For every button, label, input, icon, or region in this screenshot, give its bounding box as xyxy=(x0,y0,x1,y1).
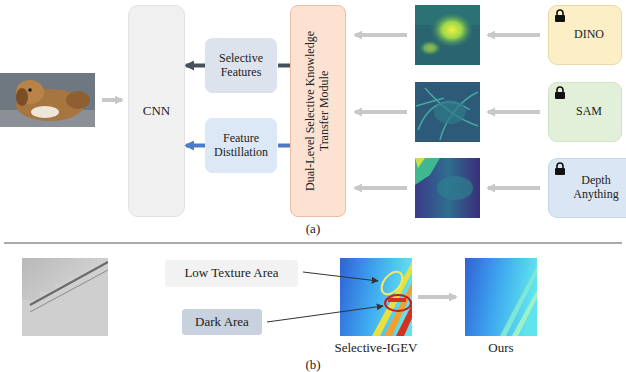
lock-icon xyxy=(554,86,566,100)
sam-heatmap xyxy=(415,82,480,142)
flow-arrows xyxy=(488,186,540,190)
depth-heatmap xyxy=(415,158,480,218)
dino-heatmap xyxy=(418,40,442,56)
connector-arrow xyxy=(186,144,205,148)
node-text: DINO xyxy=(574,28,604,42)
dog-photo xyxy=(16,88,28,106)
dog-photo xyxy=(31,106,59,118)
highlight-ellipse xyxy=(385,295,411,311)
flow-arrows xyxy=(355,33,407,37)
backbone-box: CNN xyxy=(128,5,185,217)
dino-heatmap xyxy=(415,5,480,65)
lock-icon xyxy=(555,15,565,22)
depth-heatmap xyxy=(437,176,473,200)
disparity-map xyxy=(384,282,412,336)
sam-heatmap xyxy=(415,82,480,142)
separator-line xyxy=(4,243,622,244)
node-text: Feature Distillation xyxy=(210,132,272,160)
connector-arrow xyxy=(278,64,290,68)
model-box: Depth Anything xyxy=(548,158,626,218)
lock-icon xyxy=(554,9,566,23)
depth-heatmap xyxy=(415,158,425,168)
image-caption: Ours xyxy=(488,340,513,356)
sam-heatmap xyxy=(434,100,466,124)
lock-icon xyxy=(557,163,563,168)
connector-arrow xyxy=(186,64,205,68)
stairs-photo xyxy=(22,258,108,336)
node-text: CNN xyxy=(143,104,170,119)
lock-icon xyxy=(555,92,565,99)
module-box: Dual-Level Selective Knowledge Transfer … xyxy=(290,5,346,217)
node-text: Dark Area xyxy=(195,315,249,330)
disparity-map xyxy=(512,290,537,336)
disparity-map xyxy=(465,258,537,336)
node-text: Depth Anything xyxy=(561,174,626,202)
dino-heatmap xyxy=(415,5,480,65)
disparity-map xyxy=(340,258,412,336)
stairs-photo xyxy=(30,270,108,312)
sam-heatmap xyxy=(416,88,478,140)
flow-arrows xyxy=(102,98,122,102)
lock-icon xyxy=(557,87,563,92)
connector-arrow xyxy=(278,144,290,148)
stairs-photo xyxy=(22,260,108,336)
dog-photo xyxy=(66,91,90,109)
callout-box: Dark Area xyxy=(182,309,262,335)
disparity-map xyxy=(500,266,537,336)
node-text: Low Texture Area xyxy=(184,266,278,281)
lock-icon xyxy=(555,168,565,175)
disparity-map xyxy=(340,258,412,336)
depth-heatmap xyxy=(415,158,480,218)
node-text: Dual-Level Selective Knowledge Transfer … xyxy=(304,13,332,209)
process-box: Feature Distillation xyxy=(205,118,277,173)
stairs-photo xyxy=(30,262,108,305)
process-box: Selective Features xyxy=(205,38,277,93)
node-text: Selective Features xyxy=(210,52,272,80)
disparity-map xyxy=(372,262,412,336)
flow-arrows xyxy=(418,295,456,299)
flow-arrows xyxy=(355,186,407,190)
stairs-photo xyxy=(22,258,108,336)
model-box: DINO xyxy=(548,5,622,65)
dog-photo xyxy=(28,88,32,92)
dog-photo xyxy=(0,73,95,127)
flow-arrows xyxy=(488,33,540,37)
disparity-map xyxy=(465,258,537,336)
lock-icon xyxy=(557,10,563,15)
leader-arrows xyxy=(267,306,383,322)
leader-arrows xyxy=(303,272,378,281)
callout-box: Low Texture Area xyxy=(165,260,298,287)
disparity-map xyxy=(396,304,412,336)
flow-arrows xyxy=(488,110,540,114)
highlight-ellipse xyxy=(378,268,407,298)
model-box: SAM xyxy=(548,82,622,142)
flow-arrows xyxy=(355,110,407,114)
node-text: SAM xyxy=(576,105,602,119)
image-caption: Selective-IGEV xyxy=(334,340,417,356)
lock-icon xyxy=(554,162,566,176)
disparity-map xyxy=(388,298,406,302)
panel-label: (b) xyxy=(305,357,320,372)
dog-photo xyxy=(0,73,95,127)
panel-label: (a) xyxy=(306,221,320,237)
depth-heatmap xyxy=(415,158,440,185)
